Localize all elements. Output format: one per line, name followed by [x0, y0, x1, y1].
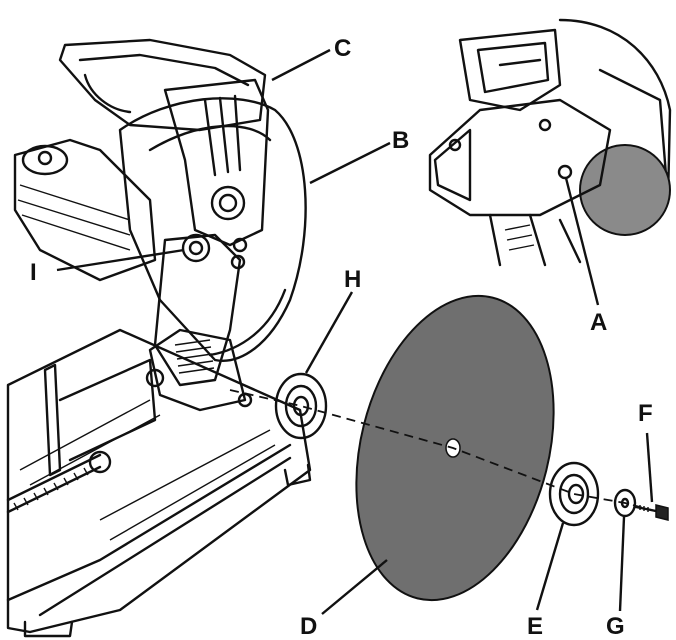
leader-line-c: [271, 48, 331, 82]
leader-line-e: [535, 522, 565, 611]
label-b: B: [392, 127, 409, 154]
leader-line-g: [618, 516, 626, 612]
leader-line-f: [645, 432, 654, 503]
label-f: F: [638, 400, 653, 427]
label-c: C: [334, 35, 351, 62]
label-i: I: [30, 259, 37, 286]
inner-flange: [274, 372, 328, 440]
label-e: E: [527, 613, 543, 640]
leader-line-b: [309, 141, 391, 185]
outer-flange: [548, 461, 600, 527]
leader-line-a: [564, 177, 600, 306]
leader-line-d: [321, 559, 388, 615]
blade-guard: [118, 97, 307, 362]
motor-housing: [13, 138, 157, 282]
leader-line-i: [56, 248, 185, 272]
label-h: H: [344, 266, 361, 293]
saw-handle: [58, 38, 270, 247]
assembly-axis-line: [229, 389, 656, 512]
label-a: A: [590, 309, 607, 336]
pivot-arm: [145, 233, 253, 412]
label-d: D: [300, 613, 317, 640]
inset-motor-view: [428, 18, 672, 267]
saw-base: [6, 328, 312, 638]
leader-line-h: [304, 291, 354, 374]
label-g: G: [606, 613, 625, 640]
